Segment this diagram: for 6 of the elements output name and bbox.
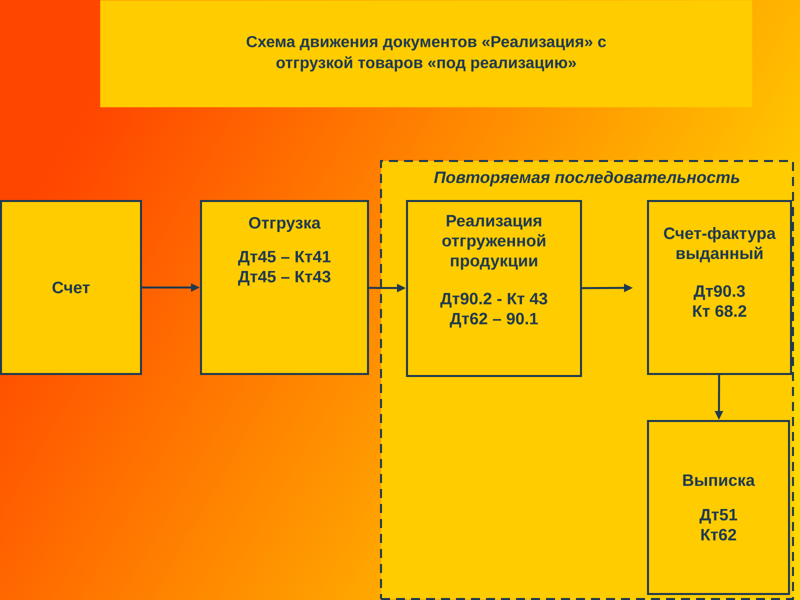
- process-box: Отгрузка Дт45 – Кт41 Дт45 – Кт43: [200, 200, 369, 375]
- process-box: Счет-фактура выданный Дт90.3 Кт 68.2: [647, 200, 792, 375]
- process-box: Реализация отгруженной продукции Дт90.2 - Кт 43 Дт62 – 90.1: [406, 200, 582, 377]
- process-box: Счет: [0, 200, 142, 375]
- title-band: Схема движения документов «Реализация» с отгрузкой товаров «под реализацию»: [100, 0, 752, 108]
- process-box: Выписка Дт51 Кт62: [647, 420, 790, 595]
